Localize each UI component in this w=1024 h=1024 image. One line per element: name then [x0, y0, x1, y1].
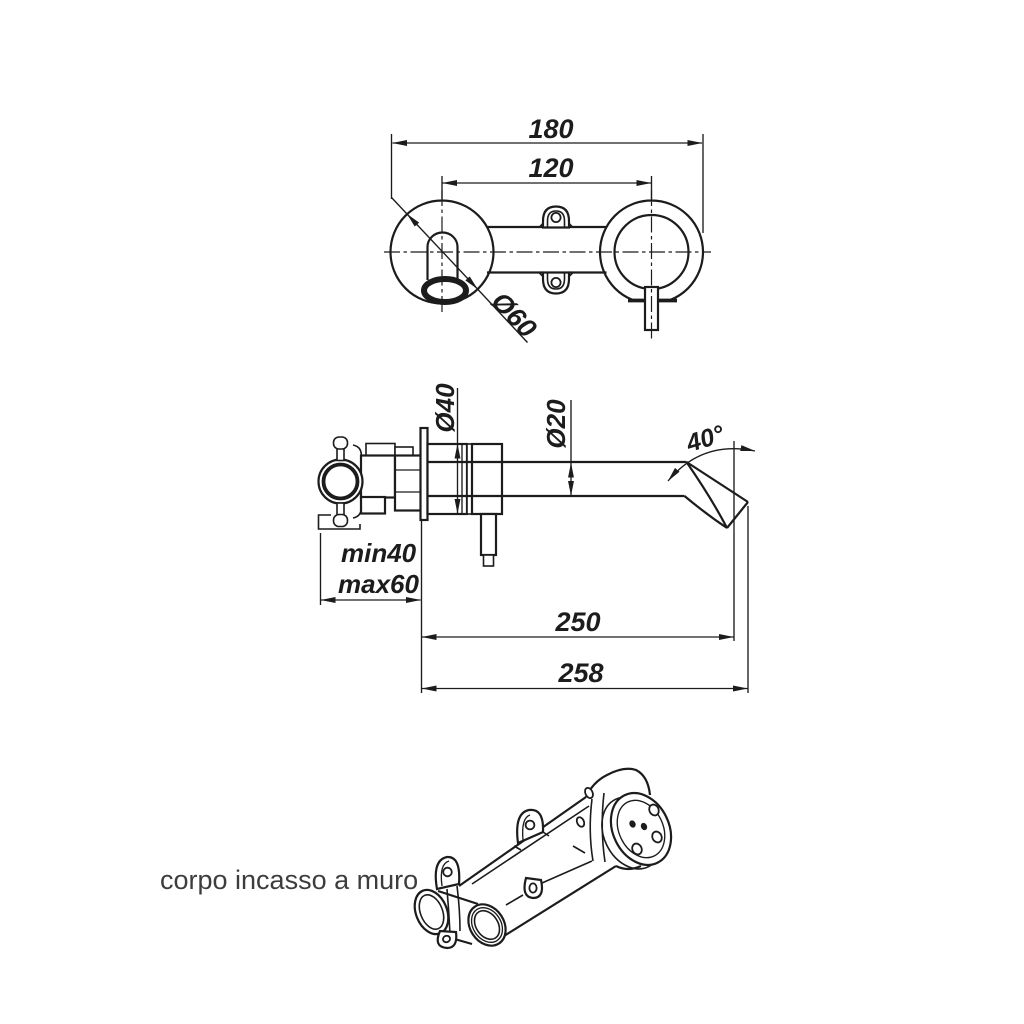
dim-label-120: 120: [528, 153, 573, 183]
dimension-250: 250: [421, 607, 734, 640]
dimension-258: 258: [421, 658, 748, 692]
mixer-body-band: [487, 225, 607, 274]
iso-left-lug-hole: [442, 866, 453, 878]
dim-label-max60: max60: [338, 569, 419, 599]
dim-label-258: 258: [557, 658, 603, 688]
top-lug-hole: [550, 211, 562, 223]
spout-outlet-ring: [421, 276, 469, 305]
spout-outlet-face: [726, 501, 749, 529]
iso-mixer-housing: [572, 767, 673, 871]
dimension-120: 120: [441, 153, 653, 199]
dim-label-180: 180: [528, 114, 573, 144]
iso-flange-hole: [648, 803, 660, 817]
rosette: [426, 442, 469, 516]
dimension-spout-diameter: Ø20: [541, 399, 574, 496]
iso-middle-lug-hole: [524, 819, 536, 831]
cross-handle-top: [332, 436, 349, 450]
dimension-180: 180: [390, 114, 704, 233]
dimension-rosette-diameter: Ø40: [430, 383, 461, 514]
dim-label-d60: Ø60: [485, 286, 542, 344]
dim-label-min40: min40: [341, 538, 417, 568]
iso-view-built-in-body: corpo incasso a muro: [160, 767, 673, 950]
iso-flange-face: [609, 792, 673, 866]
iso-right-opening: [467, 903, 507, 947]
valve-bracket: [317, 514, 361, 530]
dimension-recess-depth: min40 max60: [319, 533, 421, 605]
side-view: Ø40 Ø20 40° min40 max60 250: [317, 383, 756, 693]
top-mounting-lug: [538, 205, 574, 229]
bottom-lug-hole: [550, 276, 562, 288]
spout-collar: [470, 442, 504, 516]
dimension-escutcheon-diameter: Ø60: [391, 197, 543, 344]
cross-handle-bottom: [332, 513, 349, 528]
iso-middle-top-lug: [513, 808, 550, 851]
iso-flange-hole: [631, 842, 643, 856]
iso-caption: corpo incasso a muro: [160, 865, 418, 895]
iso-flange-hole: [651, 830, 663, 844]
front-view: 180 120 Ø60: [384, 114, 711, 344]
iso-middle-bottom-lug: [523, 876, 544, 900]
dim-label-250: 250: [554, 607, 600, 637]
dim-label-d20: Ø20: [541, 399, 571, 449]
bottom-mounting-lug: [538, 271, 574, 295]
dim-label-d40: Ø40: [430, 383, 460, 433]
iso-valve-tee: [413, 855, 507, 950]
handle-lever-side: [479, 512, 498, 567]
dimension-spout-angle: 40°: [667, 420, 756, 482]
in-wall-valve-body: [317, 436, 423, 530]
handle-lever-front: [628, 285, 677, 332]
dim-label-40deg: 40°: [682, 420, 728, 458]
spout-socket: [421, 231, 469, 305]
